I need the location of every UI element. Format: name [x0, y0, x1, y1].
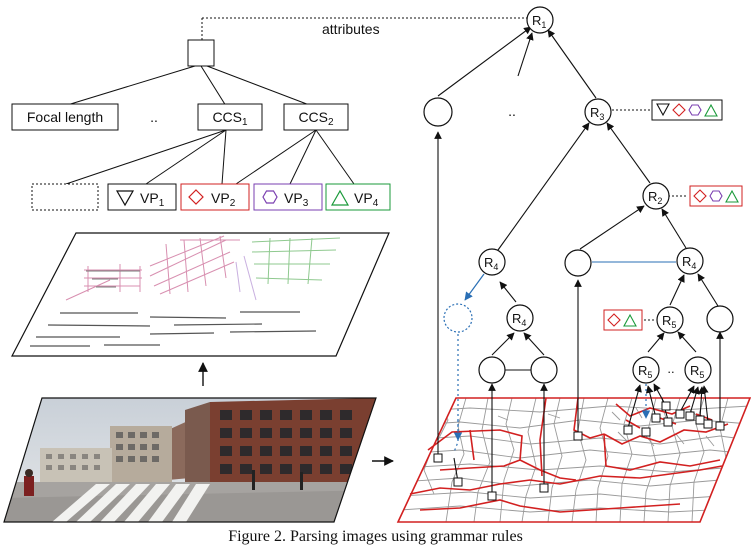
unknown-vp-box: [31, 183, 99, 211]
node-missing-dotted: [443, 303, 473, 333]
focal-length-box: [11, 103, 119, 131]
vp4-label: VP4: [354, 190, 379, 209]
vp1-label: VP1: [140, 190, 165, 209]
diamond-icon: [693, 189, 707, 203]
node-r2-label: R2: [648, 189, 662, 206]
attributes-label: attributes: [322, 21, 380, 37]
node-r4-left: [478, 248, 506, 276]
diamond-icon: [188, 189, 204, 205]
hexagon-icon: [688, 104, 702, 116]
node-r5-top: [656, 306, 684, 334]
diamond-icon: [672, 103, 686, 117]
terminal-nodes: [433, 401, 725, 501]
hexagon-icon: [262, 190, 278, 204]
parse-graph-nodes: R1 .. R3 R2 R4 R4 R4 R5 R5 .. R5: [423, 6, 734, 384]
attribute-tree: attributes Focal length .. CCS1 CCS2 VP1…: [11, 17, 528, 211]
r3-attributes-badge: [651, 99, 723, 121]
focal-length-label: Focal length: [27, 109, 103, 125]
node-blank-d: [478, 356, 506, 384]
triangle-up-icon: [623, 313, 637, 327]
node-r5-right-label: R5: [690, 363, 704, 380]
vp2-label: VP2: [211, 190, 236, 209]
edge-sketch-image: [11, 232, 390, 357]
street-photo-image: [3, 397, 377, 523]
vp1-box: [107, 183, 177, 211]
triangle-up-icon: [704, 103, 718, 117]
node-r4-right: [676, 247, 704, 275]
ellipsis-r5: ..: [667, 361, 674, 376]
hexagon-icon: [709, 190, 723, 202]
figure-caption: Figure 2. Parsing images using grammar r…: [228, 528, 523, 545]
ccs2-box: [283, 103, 349, 131]
node-r4-right-label: R4: [682, 254, 696, 271]
node-r3-label: R3: [590, 105, 604, 122]
vp3-label: VP3: [284, 190, 309, 209]
blue-links: [453, 273, 651, 453]
node-r5-right: [684, 356, 712, 384]
node-r4-left-label: R4: [484, 255, 498, 272]
node-r4-mid: [506, 304, 534, 332]
r2-attributes-badge: [689, 185, 743, 207]
node-r5-left-label: R5: [638, 363, 652, 380]
node-r1-label: R1: [532, 13, 546, 30]
r5-attributes-badge: [603, 309, 643, 331]
node-r1: [526, 6, 554, 34]
ccs1-box: [197, 103, 263, 131]
node-r5-left: [632, 356, 660, 384]
ccs1-label: CCS1: [212, 109, 248, 128]
node-blank-a: [423, 97, 453, 127]
triangle-down-icon: [115, 190, 135, 207]
attribute-root-node: [187, 39, 215, 67]
node-blank-b: [564, 249, 592, 277]
node-r2: [642, 182, 670, 210]
vp2-box: [180, 183, 250, 211]
node-blank-e: [530, 356, 558, 384]
triangle-down-icon: [656, 103, 670, 117]
node-blank-c: [706, 305, 734, 333]
ellipsis-center: ..: [508, 103, 516, 119]
triangle-up-icon: [725, 189, 739, 203]
ellipsis-left: ..: [150, 109, 158, 125]
node-r3: [584, 98, 612, 126]
node-r4-mid-label: R4: [512, 311, 526, 328]
node-r5-top-label: R5: [662, 313, 676, 330]
triangle-up-icon: [330, 189, 350, 206]
parse-graph: [434, 26, 724, 496]
ccs2-label: CCS2: [298, 109, 334, 128]
vp3-box: [253, 183, 323, 211]
diamond-icon: [607, 313, 621, 327]
